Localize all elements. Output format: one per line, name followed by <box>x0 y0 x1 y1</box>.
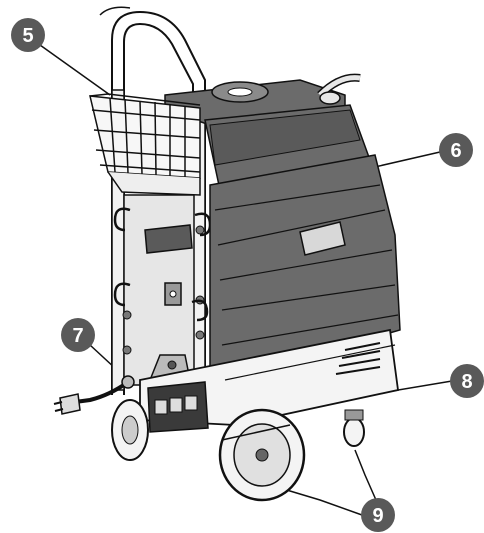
callout-6: 6 <box>439 133 473 167</box>
power-cord <box>53 375 135 415</box>
plug-icon <box>59 393 81 415</box>
caster-icon <box>343 417 365 447</box>
callout-8: 8 <box>450 364 484 398</box>
switch-icon <box>169 397 183 413</box>
wheels <box>111 399 365 502</box>
callout-9-label: 9 <box>372 505 383 527</box>
basket <box>89 93 201 196</box>
switch-icon <box>154 399 168 415</box>
switch-icon <box>184 395 198 411</box>
hook-icon <box>113 207 131 232</box>
callout-8-label: 8 <box>461 371 472 393</box>
leader-5 <box>39 44 111 96</box>
leader-9a <box>354 449 377 501</box>
vent-icon <box>335 342 381 375</box>
machine-base <box>139 328 400 433</box>
hook-icon <box>113 282 131 307</box>
machine-body <box>144 73 401 381</box>
callout-5: 5 <box>11 18 45 52</box>
hook-icon <box>191 299 209 322</box>
callout-5-label: 5 <box>22 25 33 47</box>
callout-9: 9 <box>361 498 395 532</box>
callout-6-label: 6 <box>450 140 461 162</box>
callout-7-label: 7 <box>72 325 83 347</box>
callout-7: 7 <box>61 318 95 352</box>
